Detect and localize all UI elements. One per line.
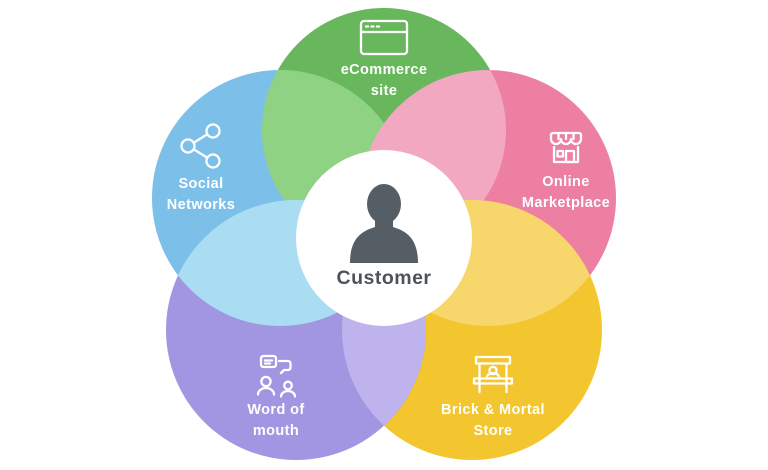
label-wordofmouth-line1: Word of	[247, 402, 304, 418]
customer-label: Customer	[336, 267, 431, 289]
person-icon	[350, 184, 418, 263]
browser-icon	[359, 19, 409, 56]
label-store-line1: Brick & Mortal	[441, 402, 545, 418]
storefront-icon	[549, 131, 583, 164]
label-ecommerce-line1: eCommerce	[341, 62, 428, 78]
market-stall-icon	[472, 355, 514, 394]
label-wordofmouth-line2: mouth	[253, 423, 299, 439]
share-icon	[180, 123, 221, 169]
label-social-line1: Social	[178, 176, 223, 192]
label-marketplace-line1: Online	[542, 174, 590, 190]
label-social-line2: Networks	[167, 197, 235, 213]
label-marketplace-line2: Marketplace	[522, 195, 610, 211]
label-store-line2: Store	[473, 423, 512, 439]
label-ecommerce-line2: site	[371, 83, 398, 99]
people-chat-icon	[256, 354, 297, 398]
